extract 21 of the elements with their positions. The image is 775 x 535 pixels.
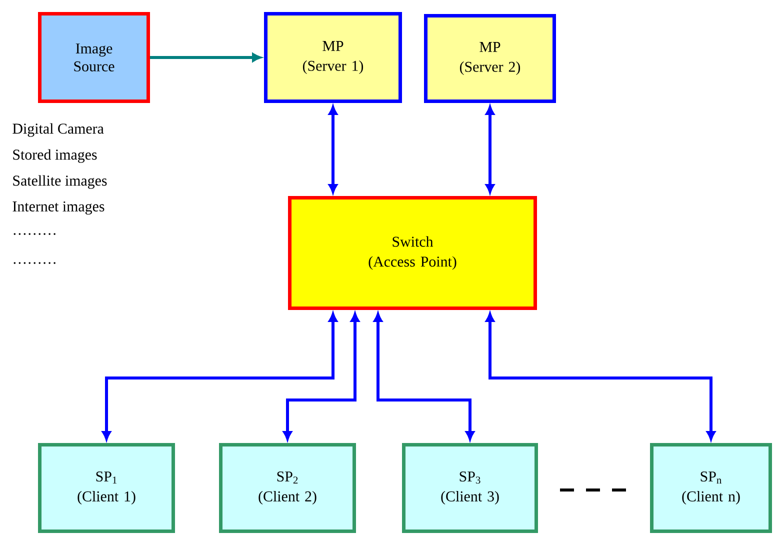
server-box: MP (Server 1)	[264, 12, 402, 103]
arrow	[374, 312, 474, 440]
source-list-item: Stored images	[13, 149, 97, 163]
client-box: SP$_{2}$ (Client 2)	[219, 443, 356, 533]
source-list-item: Internet images	[12, 201, 104, 215]
server-box: MP (Server 2)	[424, 14, 556, 103]
arrow	[150, 53, 262, 62]
source-list-item: Digital Camera	[12, 123, 104, 137]
arrow	[283, 312, 360, 440]
client-box: SP$_{1}$ (Client 1)	[38, 443, 175, 533]
arrow	[486, 312, 716, 440]
client-box: SP$_{3}$ (Client 3)	[402, 443, 538, 533]
source-list-item: ………	[14, 262, 56, 264]
switch-box: Switch (Access Point)	[288, 196, 537, 310]
source-list-item: Satellite images	[13, 175, 107, 189]
source-list-item: ………	[14, 233, 56, 235]
arrow	[102, 312, 338, 440]
arrow	[486, 106, 494, 194]
client-box: SP$_{n}$ (Client n)	[650, 443, 772, 533]
arrow	[328, 106, 338, 194]
source-box: Image Source	[38, 12, 150, 103]
